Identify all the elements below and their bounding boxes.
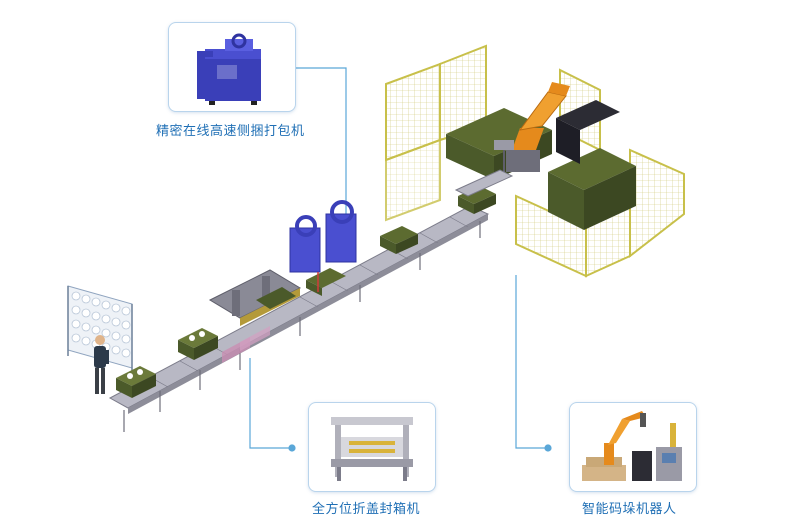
case-sealer-icon: [331, 417, 413, 481]
palletizing-robot-card: [569, 402, 697, 492]
sealed-carton-3: [380, 226, 418, 254]
case-sealer-label: 全方位折盖封箱机: [312, 502, 421, 517]
strapping-machine-card: [168, 22, 296, 112]
main-conveyor: [108, 205, 490, 432]
strapping-machine-icon: [197, 33, 261, 105]
open-carton-1: [116, 366, 156, 398]
connector-dot-palletizer: [544, 444, 552, 452]
safety-fence: [385, 44, 685, 278]
sealed-carton-4: [458, 186, 496, 214]
case-sealer-card: [308, 402, 436, 492]
palletizing-robot-icon: [582, 411, 682, 481]
sealer-on-line: [208, 269, 302, 326]
operator-figure: [94, 335, 109, 394]
yarn-rack: [67, 285, 133, 372]
dark-enclosure: [556, 100, 620, 164]
connector-lines: [249, 67, 552, 452]
palletizing-robot-label: 智能码垛机器人: [582, 502, 677, 517]
strapping-machines-on-line: [289, 200, 357, 296]
connector-sealer: [249, 358, 292, 449]
strapping-machine-label: 精密在线高速侧捆打包机: [156, 124, 305, 139]
connector-dot-sealer: [288, 444, 296, 452]
connector-palletizer: [515, 275, 548, 449]
connector-strapping: [296, 67, 347, 236]
infeed-conveyor: [454, 169, 514, 197]
palletizing-robot: [494, 82, 570, 172]
open-carton-2: [178, 328, 218, 360]
pallet-stack-right: [548, 148, 636, 230]
